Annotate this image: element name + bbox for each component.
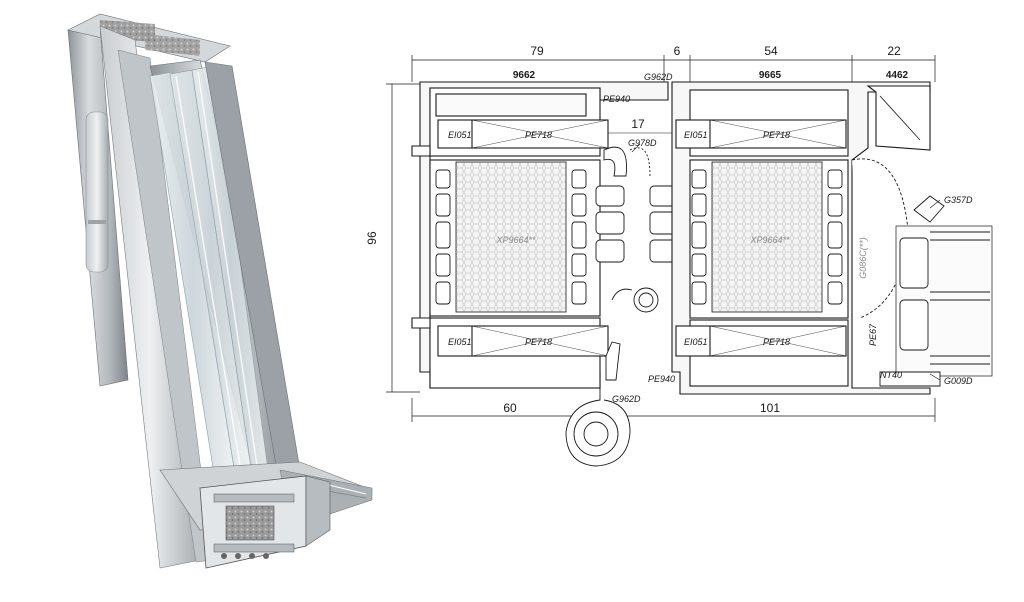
bottom-hinge-part [565, 388, 631, 467]
right-frame-profile [671, 81, 931, 395]
dimension-labels: 79 6 54 22 96 17 60 101 [365, 44, 901, 415]
label-ei051-bl: EI051 [448, 337, 472, 347]
label-g962d-bottom: G962D [612, 394, 641, 404]
label-pe718-tr: PE718 [763, 130, 790, 140]
glazing-bead [866, 85, 931, 151]
dim-bottom-right: 101 [760, 401, 780, 415]
dim-top-gap: 6 [674, 44, 681, 58]
label-pe940-top: PE940 [603, 94, 630, 104]
dim-height: 96 [365, 231, 379, 245]
label-g978d: G978D [628, 138, 657, 148]
dim-top-mid: 54 [764, 44, 778, 58]
part-labels: G962D PE940 EI051 PE718 EI051 PE718 G978… [448, 72, 973, 404]
glass-unit [851, 158, 993, 387]
insulation-left [455, 161, 567, 313]
label-ei051-tr: EI051 [684, 130, 708, 140]
label-pe67: PE67 [868, 323, 878, 346]
dim-top-left: 79 [530, 44, 544, 58]
top-dimension-lines [411, 55, 936, 82]
window-profile-3d-render [67, 13, 373, 569]
dim-inner-gap: 17 [631, 117, 645, 131]
technical-section-drawing [386, 55, 993, 467]
top-insulation-2 [145, 34, 200, 56]
label-ei051-br: EI051 [684, 337, 708, 347]
hinge-icon [85, 111, 109, 273]
section-insulation [225, 505, 275, 541]
label-right-frame: 9665 [759, 70, 782, 81]
height-dimension-line [386, 83, 420, 393]
label-ei051-tl: EI051 [448, 130, 472, 140]
dim-top-right: 22 [887, 44, 901, 58]
label-nt40: NT40 [880, 370, 902, 380]
label-g962d-top: G962D [644, 72, 673, 82]
label-g357d: G357D [944, 195, 973, 205]
dim-bottom-left: 60 [503, 401, 517, 415]
label-left-frame: 9662 [513, 70, 536, 81]
label-g086c: G086C(**) [858, 237, 868, 279]
label-glazing-bead: 4462 [886, 70, 909, 81]
label-pe718-br: PE718 [763, 337, 790, 347]
profile-labels: 9662 9665 4462 [513, 70, 909, 81]
label-xp-left: XP9664** [495, 235, 536, 245]
left-frame-profile [411, 81, 669, 389]
bottom-dimension-lines [411, 398, 936, 422]
label-xp-right: XP9664** [749, 235, 790, 245]
label-pe940-bottom: PE940 [648, 374, 675, 384]
center-gaskets [595, 146, 679, 381]
label-leaders [631, 143, 941, 381]
label-g009d: G009D [944, 376, 973, 386]
label-pe718-bl: PE718 [525, 337, 552, 347]
label-pe718-tl: PE718 [525, 130, 552, 140]
insulation-right [711, 161, 823, 313]
